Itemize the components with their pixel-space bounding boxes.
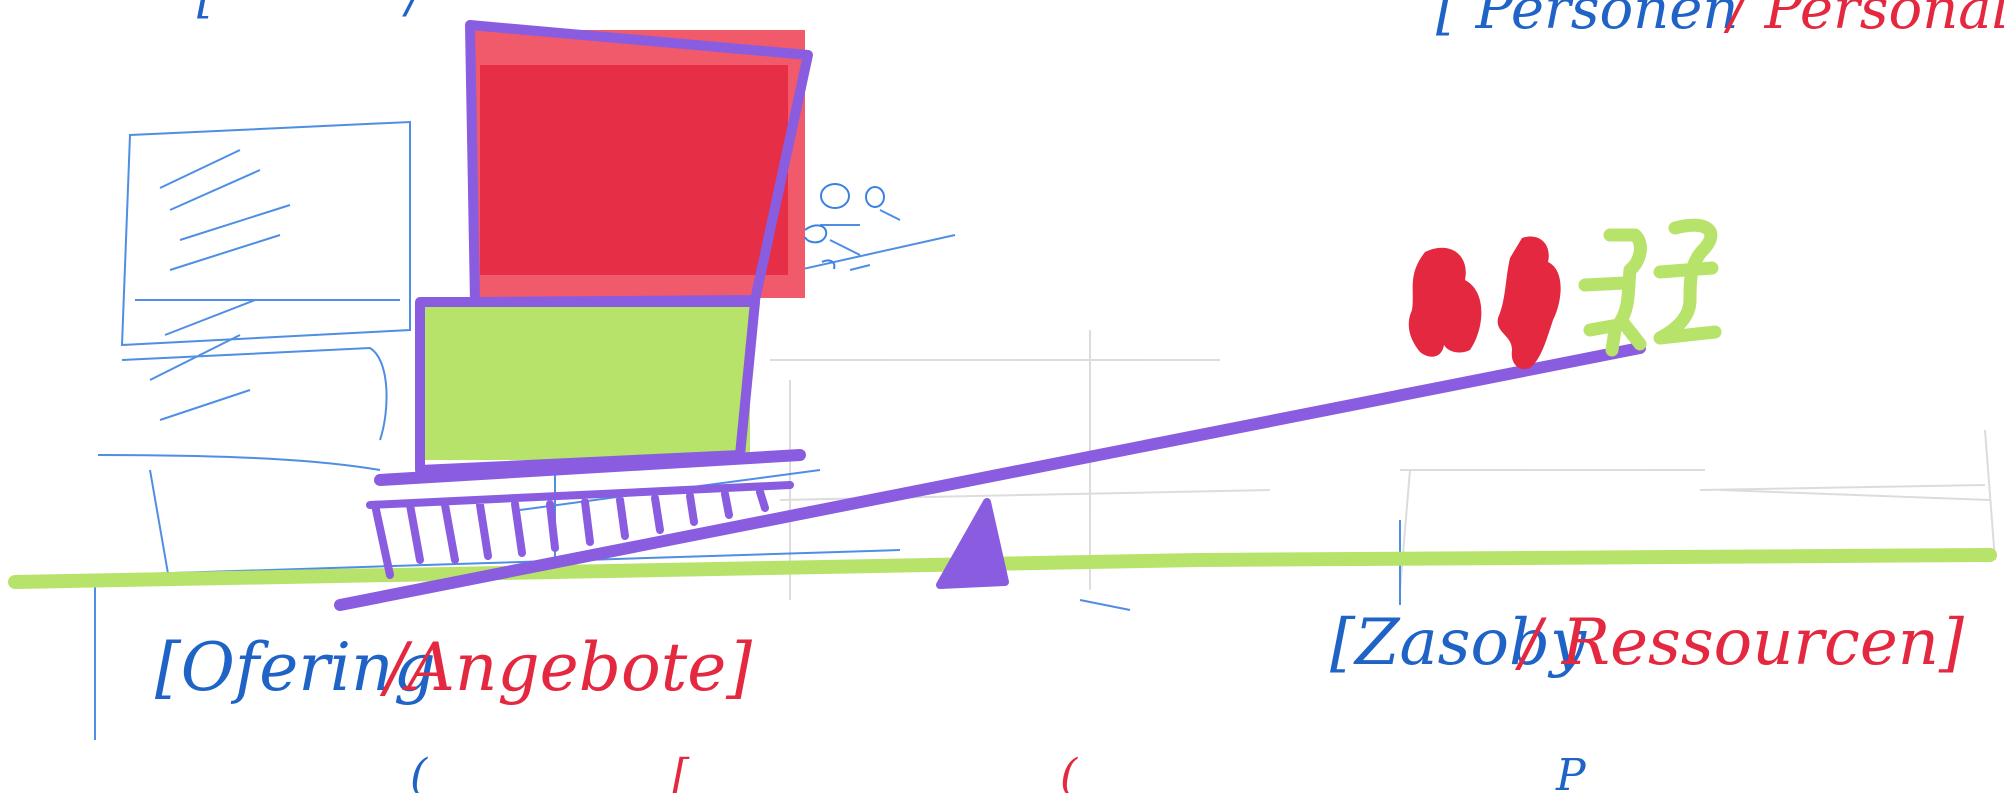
seesaw-fulcrum (940, 502, 1005, 585)
left-red-text: /Angebote] (379, 629, 752, 706)
bottom-fragments: ( [ ( P (410, 750, 1587, 793)
person-green-1 (1585, 235, 1640, 350)
person-red-2 (1498, 237, 1561, 370)
bubble-icons (805, 184, 884, 269)
stacked-box (370, 25, 808, 575)
bubble-icon-2 (866, 187, 884, 207)
person-red-1 (1409, 248, 1482, 357)
top-left-bracket: [ (197, 0, 217, 24)
top-left-fragment: / (402, 0, 427, 24)
red-box-hatch (480, 65, 788, 275)
bottom-fragment-2: [ (672, 750, 690, 793)
bottom-fragment-3: ( (1060, 750, 1078, 793)
top-right-red-text: / Personal (1723, 0, 2004, 42)
bubble-icon-3 (805, 225, 826, 242)
person-green-2 (1660, 225, 1715, 338)
top-right-label: [ Personen / Personal (1436, 0, 2004, 42)
right-label: [Zasoby / Ressourcen] (1330, 606, 1965, 680)
bottom-fragment-4: P (1555, 750, 1587, 793)
top-right-blue-text: [ Personen (1436, 0, 1738, 42)
top-left-label: [ / (197, 0, 427, 24)
bubble-icon-1 (821, 184, 849, 208)
green-box (425, 305, 750, 460)
person-figures (1409, 225, 1715, 369)
bottom-fragment-1: ( (410, 750, 428, 793)
left-label: [Ofering /Angebote] (155, 629, 752, 706)
right-red-text: / Ressourcen] (1514, 606, 1965, 680)
